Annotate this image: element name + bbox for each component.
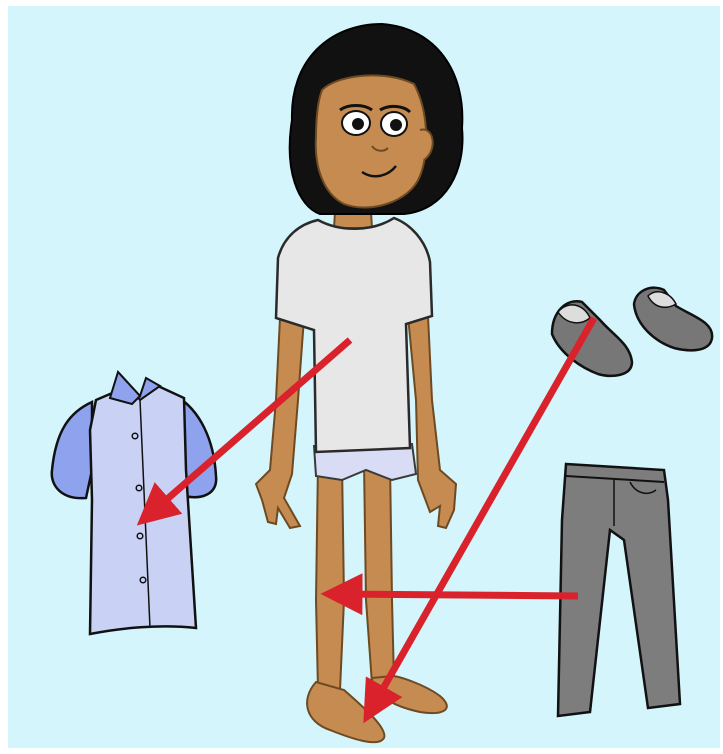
arrow-pants-to-legs: [338, 594, 578, 596]
boy-head: [290, 24, 463, 214]
